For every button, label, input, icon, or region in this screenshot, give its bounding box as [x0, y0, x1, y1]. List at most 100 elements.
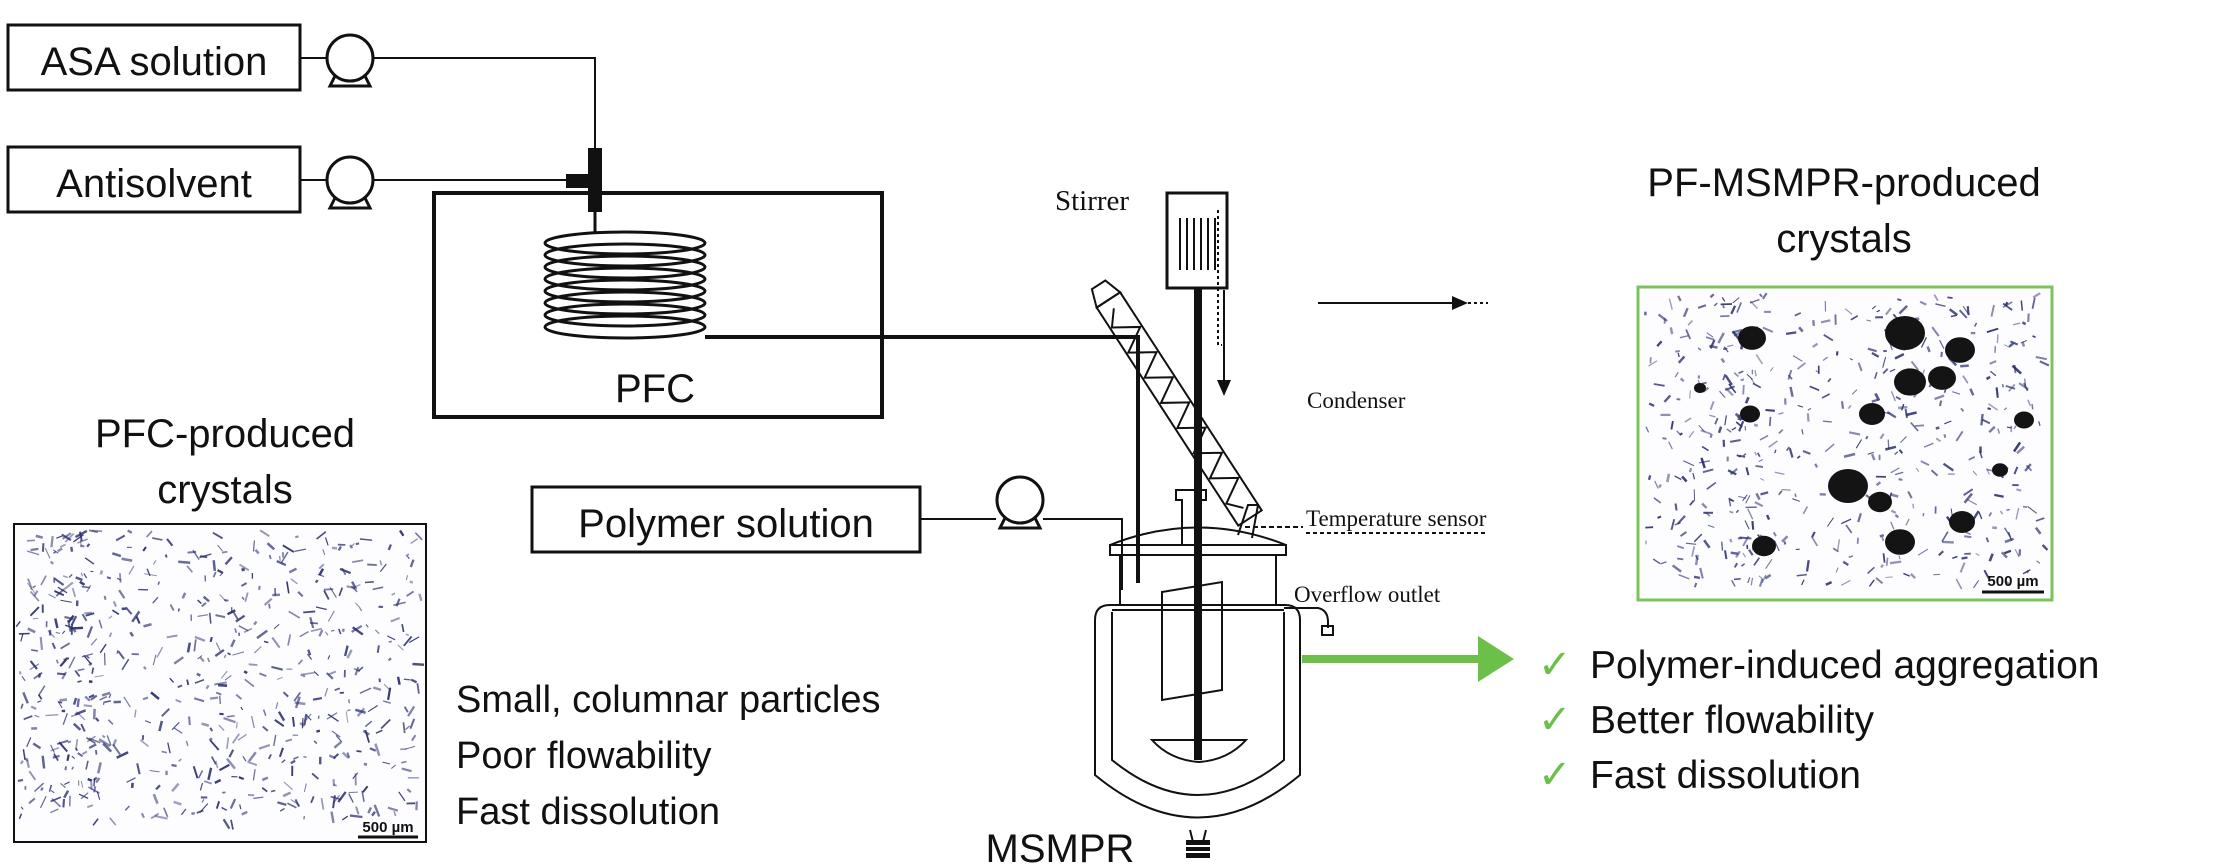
- crystal-speck: [108, 693, 112, 699]
- crystal-speck: [411, 734, 417, 742]
- crystal-speck: [1722, 373, 1726, 381]
- crystal-speck: [352, 772, 359, 780]
- crystal-speck: [1738, 420, 1745, 432]
- t-mixer-branch: [566, 174, 592, 188]
- crystal-speck: [134, 709, 137, 718]
- crystal-speck: [1792, 498, 1800, 502]
- pfc-property: Fast dissolution: [456, 791, 720, 833]
- crystal-speck: [1702, 381, 1707, 385]
- crystal-speck: [217, 544, 224, 552]
- crystal-speck: [37, 700, 42, 703]
- crystal-speck: [1914, 424, 1925, 427]
- crystal-speck: [111, 552, 122, 558]
- crystal-speck: [402, 722, 406, 734]
- crystal-speck: [50, 535, 54, 548]
- crystal-speck: [1677, 355, 1686, 364]
- crystal-speck: [1671, 564, 1682, 573]
- crystal-speck: [83, 573, 88, 579]
- crystal-speck: [2001, 383, 2004, 388]
- crystal-speck: [74, 669, 81, 678]
- crystal-speck: [294, 535, 299, 539]
- crystal-speck: [1798, 326, 1804, 333]
- crystal-speck: [1980, 413, 1984, 426]
- crystal-speck: [346, 752, 351, 759]
- crystal-speck: [74, 709, 87, 716]
- crystal-speck: [1752, 382, 1762, 389]
- crystal-speck: [1851, 389, 1858, 395]
- crystal-aggregate: [1945, 337, 1975, 363]
- crystal-speck: [403, 678, 411, 681]
- crystal-speck: [2034, 526, 2042, 535]
- crystal-speck: [146, 530, 153, 538]
- crystal-speck: [1794, 312, 1802, 317]
- crystal-speck: [121, 557, 133, 562]
- pf-msmpr-scale-label: 500 µm: [1987, 573, 2038, 590]
- check-icon: ✓: [1538, 753, 1572, 797]
- crystal-speck: [33, 590, 39, 597]
- crystal-speck: [1765, 408, 1775, 412]
- crystal-speck: [135, 616, 141, 624]
- crystal-speck: [152, 537, 163, 541]
- crystal-speck: [1753, 557, 1761, 566]
- crystal-speck: [19, 759, 24, 765]
- crystal-speck: [1874, 371, 1878, 379]
- crystal-speck: [1785, 331, 1797, 335]
- crystal-speck: [1895, 395, 1902, 401]
- crystal-speck: [72, 534, 84, 543]
- crystal-speck: [1794, 493, 1797, 498]
- crystal-speck: [1759, 293, 1763, 298]
- crystal-speck: [1824, 443, 1835, 453]
- crystal-speck: [1701, 445, 1709, 452]
- crystal-speck: [1879, 534, 1885, 538]
- crystal-speck: [1699, 567, 1704, 579]
- crystal-speck: [143, 622, 152, 628]
- crystal-speck: [1676, 398, 1681, 401]
- crystal-speck: [2002, 302, 2013, 311]
- crystal-speck: [1988, 553, 1994, 562]
- crystal-speck: [271, 665, 283, 671]
- crystal-speck: [405, 553, 410, 557]
- crystal-speck: [303, 713, 308, 726]
- crystal-speck: [273, 623, 280, 630]
- crystal-speck: [61, 630, 66, 635]
- crystal-speck: [2025, 464, 2033, 472]
- crystal-speck: [1822, 356, 1828, 362]
- crystal-speck: [1900, 436, 1907, 443]
- crystal-speck: [1995, 387, 1999, 398]
- crystal-speck: [1903, 572, 1910, 577]
- crystal-speck: [227, 652, 232, 656]
- crystal-speck: [405, 725, 411, 730]
- crystal-speck: [1968, 455, 1976, 461]
- condenser-label: Condenser: [1307, 388, 1406, 413]
- crystal-speck: [373, 804, 381, 817]
- msmpr-vessel: [1094, 489, 1301, 847]
- crystal-speck: [62, 581, 74, 591]
- crystal-speck: [1768, 440, 1778, 448]
- crystal-speck: [1740, 563, 1746, 567]
- crystal-speck: [418, 593, 423, 602]
- crystal-speck: [1682, 307, 1689, 318]
- condenser: [1090, 279, 1264, 528]
- pfc-crystals-title-line1: PFC-produced: [95, 412, 355, 456]
- crystal-speck: [196, 672, 201, 677]
- crystal-speck: [139, 739, 149, 747]
- crystal-speck: [1917, 548, 1929, 556]
- crystal-speck: [1724, 385, 1735, 391]
- crystal-speck: [225, 757, 236, 770]
- crystal-speck: [1898, 305, 1908, 315]
- crystal-speck: [1764, 573, 1772, 580]
- crystal-speck: [405, 745, 416, 750]
- crystal-speck: [218, 683, 228, 687]
- crystal-speck: [2005, 384, 2016, 390]
- crystal-speck: [206, 657, 211, 663]
- crystal-speck: [1809, 385, 1820, 392]
- crystal-speck: [1669, 327, 1674, 335]
- crystal-speck: [77, 538, 88, 544]
- crystal-speck: [1909, 573, 1917, 579]
- crystal-speck: [106, 735, 112, 746]
- crystal-speck: [76, 698, 80, 708]
- crystal-speck: [224, 674, 232, 681]
- crystal-speck: [1962, 375, 1969, 384]
- crystal-speck: [1890, 467, 1900, 474]
